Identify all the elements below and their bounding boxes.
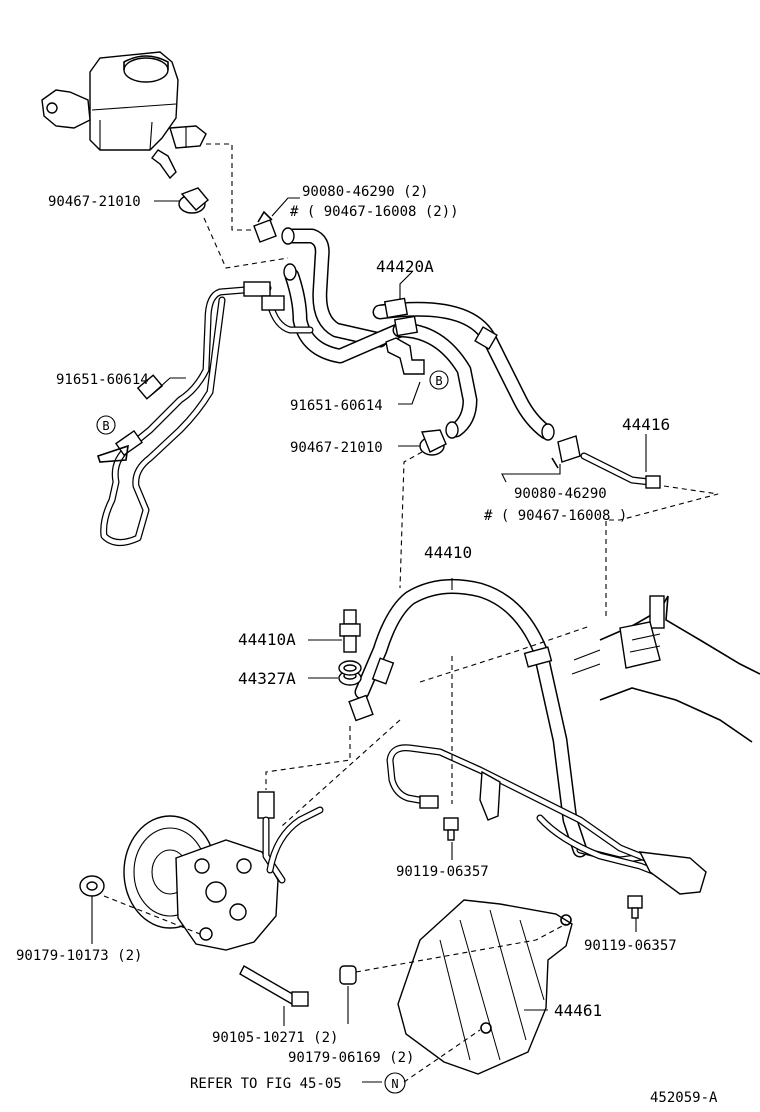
label-clamp-91651-60614-left[interactable]: 91651-60614 xyxy=(56,372,149,388)
label-clip-90080-46290-right[interactable]: 90080-46290 xyxy=(514,486,607,502)
label-clamp-90467-21010-mid[interactable]: 90467-21010 xyxy=(290,440,383,456)
pressure-hose-44410-drawing xyxy=(348,578,707,895)
pump-cover-44461-drawing xyxy=(397,899,573,1075)
label-return-hose-44420a[interactable]: 44420A xyxy=(376,257,434,276)
tube-44416-drawing xyxy=(580,452,661,489)
union-bolt-and-gasket-drawings xyxy=(338,609,362,686)
leader-lines xyxy=(91,143,719,1083)
marker-b-left[interactable]: B xyxy=(96,415,116,435)
svg-text:B: B xyxy=(102,419,109,433)
label-collar-90179-10173[interactable]: 90179-10173 (2) xyxy=(16,948,142,964)
label-cover-44461[interactable]: 44461 xyxy=(554,1001,602,1020)
reservoir-tank-drawing xyxy=(41,51,207,180)
label-collar-90179-06169[interactable]: 90179-06169 (2) xyxy=(288,1050,414,1066)
hose-clamp-drawings xyxy=(178,187,581,469)
label-bolt-90119-06357-right[interactable]: 90119-06357 xyxy=(584,938,677,954)
bolt-drawings xyxy=(79,817,643,1007)
label-clamp-91651-60614-mid[interactable]: 91651-60614 xyxy=(290,398,383,414)
svg-text:B: B xyxy=(435,374,442,388)
marker-n[interactable]: N xyxy=(384,1072,406,1094)
label-tube-44416[interactable]: 44416 xyxy=(622,415,670,434)
svg-text:N: N xyxy=(391,1077,398,1091)
return-hose-44420a-drawing xyxy=(96,227,555,546)
label-gasket-44327a[interactable]: 44327A xyxy=(238,669,296,688)
circled-markers: B B N xyxy=(96,370,449,1094)
label-bolt-90119-06357-mid[interactable]: 90119-06357 xyxy=(396,864,489,880)
part-labels: 90467-21010 90080-46290 (2) # ( 90467-16… xyxy=(16,184,718,1106)
figure-id: 452059-A xyxy=(650,1090,718,1106)
label-union-bolt-44410a[interactable]: 44410A xyxy=(238,630,296,649)
label-clip-alt-right[interactable]: # ( 90467-16008 ) xyxy=(484,508,627,524)
power-steering-pump-drawing xyxy=(123,791,324,951)
label-bolt-90105-10271[interactable]: 90105-10271 (2) xyxy=(212,1030,338,1046)
label-clip-90080-46290-top[interactable]: 90080-46290 (2) xyxy=(302,184,428,200)
refer-to-fig-text[interactable]: REFER TO FIG 45-05 xyxy=(190,1076,342,1092)
label-clamp-90467-21010-top[interactable]: 90467-21010 xyxy=(48,194,141,210)
marker-b-mid[interactable]: B xyxy=(429,370,449,390)
label-pressure-hose-44410[interactable]: 44410 xyxy=(424,543,472,562)
label-clip-alt-top[interactable]: # ( 90467-16008 (2)) xyxy=(290,204,459,220)
steering-gear-drawing xyxy=(571,595,760,743)
